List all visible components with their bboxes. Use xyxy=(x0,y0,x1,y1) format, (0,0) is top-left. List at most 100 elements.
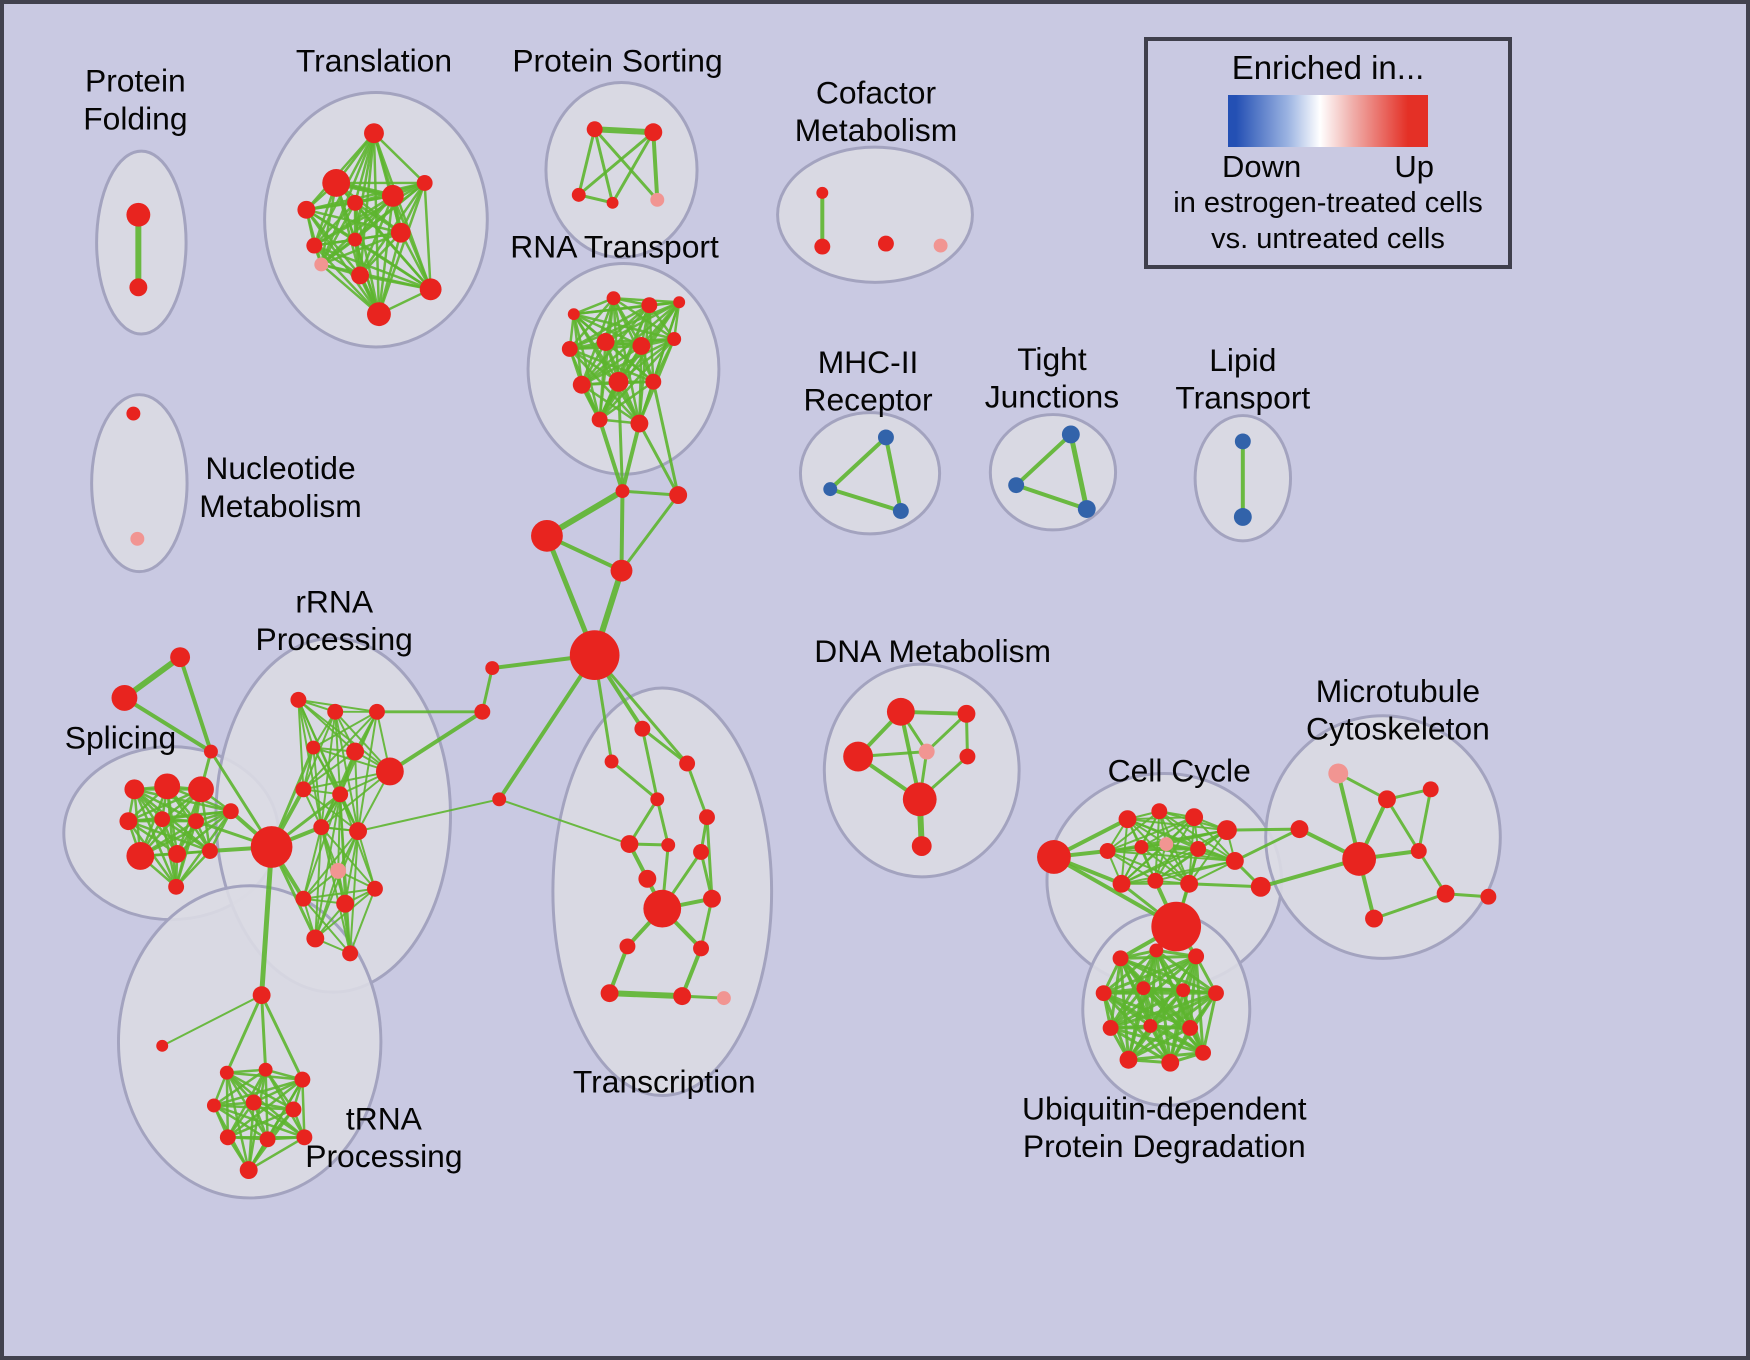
node-rt10 xyxy=(608,371,629,392)
edge-ub10-ub11 xyxy=(1127,1026,1192,1062)
cluster-label-cofactor-metabolism-line2: Metabolism xyxy=(795,112,958,148)
legend-title: Enriched in... xyxy=(1231,49,1425,86)
node-cf2 xyxy=(814,238,831,255)
node-rt11 xyxy=(645,373,662,390)
node-mid2 xyxy=(474,703,491,720)
node-j1 xyxy=(615,484,630,499)
cluster-ellipse-mhc-ii-receptor xyxy=(798,411,942,536)
cluster-label-microtubule-cytoskeleton-line2: Cytoskeleton xyxy=(1306,711,1490,747)
node-rt1 xyxy=(606,291,621,306)
cluster-ellipse-nucleotide-metabolism xyxy=(90,393,189,574)
node-sp8 xyxy=(126,842,155,870)
edge-mc3-mc6 xyxy=(1417,787,1433,853)
edge-rt4-rt12 xyxy=(598,300,681,421)
node-nm2 xyxy=(130,531,145,546)
edge-cc9-cc11 xyxy=(1120,848,1200,885)
node-rt13 xyxy=(630,414,649,433)
node-dm2 xyxy=(957,704,976,723)
node-tx1 xyxy=(634,720,651,737)
edge-rt7-rt13 xyxy=(638,344,643,425)
edge-rt13-j1 xyxy=(620,421,642,494)
edge-tx14-tx15 xyxy=(606,990,686,1000)
node-nm1 xyxy=(126,406,141,421)
node-lp1 xyxy=(1234,433,1251,450)
edge-rt11-j2 xyxy=(651,380,680,497)
edge-t6-t13 xyxy=(377,181,426,316)
node-dm7 xyxy=(911,836,932,856)
node-sp5 xyxy=(154,811,171,828)
node-mc1 xyxy=(1328,763,1349,784)
edge-cc5-cc8 xyxy=(1165,829,1228,846)
node-t12 xyxy=(419,278,442,301)
node-rr4 xyxy=(306,740,321,755)
node-t6 xyxy=(416,174,433,191)
node-rr13 xyxy=(336,894,355,913)
node-tx3 xyxy=(679,755,696,772)
edge-ub2-ub4 xyxy=(1102,948,1158,995)
edge-mc2-mc6 xyxy=(1385,797,1421,853)
node-cc11 xyxy=(1112,874,1131,893)
node-rr9 xyxy=(313,819,330,836)
edge-cc7-cc13 xyxy=(1140,846,1191,885)
node-tx16 xyxy=(716,991,731,1006)
edge-rt1-rt2 xyxy=(572,297,615,316)
edge-rr9-rr12 xyxy=(302,826,323,900)
edge-rr9-rr16 xyxy=(320,826,352,955)
edge-mid3-tx6 xyxy=(498,798,631,846)
node-trb6 xyxy=(285,1101,302,1118)
node-rr16 xyxy=(342,945,359,962)
edge-rr5-rr10 xyxy=(354,750,360,833)
node-tj3 xyxy=(1077,500,1096,518)
edge-cc6-cc13 xyxy=(1106,849,1191,885)
edge-tg2-tg3 xyxy=(122,695,213,754)
node-ub7 xyxy=(1208,985,1224,1002)
node-sp11 xyxy=(168,878,185,895)
edge-ub3-ub4 xyxy=(1102,954,1198,995)
legend: Enriched in... Down Up in estrogen-treat… xyxy=(1144,37,1512,269)
edge-trb2-trb4 xyxy=(212,1068,267,1107)
node-ps5 xyxy=(650,192,665,207)
node-t1 xyxy=(364,123,384,144)
edge-rr8-rr15 xyxy=(314,793,342,940)
node-dm5 xyxy=(959,748,976,765)
node-tx8 xyxy=(693,844,709,860)
node-mh2 xyxy=(823,482,838,497)
node-cf1 xyxy=(816,186,829,199)
edge-ps2-ps5 xyxy=(651,130,660,202)
edge-trb9-trb10 xyxy=(247,1136,306,1172)
edge-ub9-ub13 xyxy=(1148,1024,1205,1055)
node-mc9 xyxy=(1480,888,1497,905)
node-rt7 xyxy=(632,337,651,355)
node-dm6 xyxy=(902,782,937,817)
edge-rr1-rr6 xyxy=(297,698,391,773)
edge-rr10-rr14 xyxy=(357,830,376,890)
cluster-label-trna-processing-line2: Processing xyxy=(305,1138,462,1174)
edge-trb2-trb9 xyxy=(264,1068,306,1139)
cluster-label-dna-metabolism: DNA Metabolism xyxy=(814,633,1051,669)
node-trb4 xyxy=(206,1098,221,1113)
edge-t4-t12 xyxy=(353,201,432,291)
cluster-label-protein-sorting: Protein Sorting xyxy=(512,43,722,79)
node-tg1 xyxy=(170,647,191,668)
node-tx6 xyxy=(620,835,639,853)
node-tx7 xyxy=(661,838,676,852)
edge-tx4-tx7 xyxy=(655,797,670,847)
node-tg3 xyxy=(203,744,218,759)
cluster-label-trna-processing-line1: tRNA xyxy=(346,1100,423,1136)
node-mc3 xyxy=(1422,781,1439,798)
cluster-label-mhc-ii-receptor-line1: MHC-II xyxy=(818,344,919,380)
edge-rt7-rt9 xyxy=(580,344,643,386)
cluster-label-ubiquitin-degradation-line2: Protein Degradation xyxy=(1023,1128,1306,1164)
edge-trb6-trb7 xyxy=(226,1108,295,1139)
edge-ps1-ps4 xyxy=(593,127,615,205)
edge-tr0-trb3 xyxy=(260,993,304,1082)
legend-updown-row: Down Up xyxy=(1222,149,1434,185)
node-rr8 xyxy=(332,786,349,803)
edge-rt8-rt10 xyxy=(617,337,676,384)
node-trL xyxy=(156,1039,169,1052)
node-rt3 xyxy=(641,297,658,314)
cluster-label-rrna-processing-line1: rRNA xyxy=(295,583,374,619)
edge-trb4-trb9 xyxy=(212,1104,306,1139)
node-tx4 xyxy=(650,792,665,807)
edge-t1-t11 xyxy=(358,131,376,277)
